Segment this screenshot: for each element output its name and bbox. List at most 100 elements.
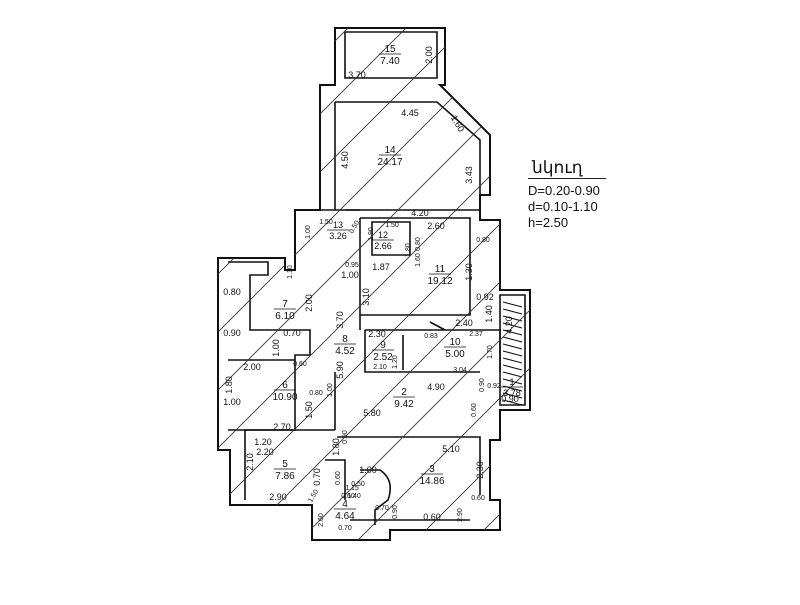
dimension-label: 3.43 — [464, 166, 474, 184]
dimension-label: 0.90 — [342, 430, 349, 444]
hatch-line — [218, 28, 530, 540]
hatch-line — [218, 28, 530, 540]
dimension-label: 2.30 — [475, 461, 485, 479]
dimension-label: 4.45 — [401, 108, 419, 118]
dimension-label: 1.50 — [304, 401, 314, 419]
room-area: 24.17 — [377, 157, 402, 168]
dimension-label: 1.00 — [271, 339, 281, 357]
stair-step — [502, 378, 523, 385]
dimension-label: 2.90 — [269, 492, 287, 502]
room-number: 14 — [384, 145, 396, 156]
room-area: 4.52 — [335, 346, 355, 357]
stair-step — [502, 343, 523, 350]
room-number: 1 — [509, 377, 514, 387]
room-number: 2 — [401, 387, 407, 398]
dimension-label: 0.70 — [312, 468, 322, 486]
dimension-label: 2.00 — [304, 294, 314, 312]
room-area: 14.86 — [419, 476, 444, 487]
dimension-label: 1.00 — [327, 383, 334, 397]
room-4: 44.64 — [334, 499, 356, 522]
dimension-label: 1.40 — [484, 305, 494, 323]
dimension-label: 2.60 — [427, 221, 445, 231]
room-15: 157.40 — [379, 44, 401, 67]
room-6: 610.90 — [272, 380, 297, 403]
dimension-label: 1.10 — [287, 265, 294, 279]
stair-step — [502, 392, 523, 399]
dimension-label: 5.10 — [442, 444, 460, 454]
hatch-line — [218, 28, 319, 540]
dimension-label: 2.10 — [373, 364, 387, 371]
dimension-label: 2.70 — [273, 422, 291, 432]
dimension-label: 2.40 — [455, 318, 473, 328]
room-area: 9.42 — [394, 399, 414, 410]
hatch-line — [413, 28, 530, 540]
spec-wall-thickness-outer: D=0.20-0.90 — [528, 183, 600, 198]
title-underline — [528, 178, 606, 179]
room-2: 29.42 — [393, 387, 415, 410]
room-number: 5 — [282, 459, 288, 470]
hatch-line — [218, 28, 530, 540]
dimension-label: 1.30 — [464, 263, 474, 281]
room-9: 92.52 — [372, 340, 394, 363]
dimension-label: 3.70 — [348, 70, 366, 80]
dimension-label: 0.90 — [501, 394, 519, 404]
room-area: 19.12 — [427, 276, 452, 287]
room-number: 13 — [333, 220, 343, 230]
hatch-line — [239, 28, 530, 540]
dimension-label: 4.20 — [504, 316, 514, 334]
dimension-label: 1.20 — [254, 437, 272, 447]
dimension-label: 0.60 — [341, 493, 355, 500]
stair-step — [502, 364, 523, 371]
dimension-label: 1.40 — [0, 0, 8, 2]
dimension-label: 3.10 — [361, 288, 371, 306]
spec-height: h=2.50 — [528, 215, 569, 230]
room-number: 8 — [342, 334, 348, 345]
dimension-label: 0.80 — [476, 237, 490, 244]
dimension-label: 1.87 — [372, 262, 390, 272]
dimension-label: 1.15 — [345, 485, 359, 492]
room-7: 76.10 — [274, 299, 296, 322]
hatch-line — [218, 28, 435, 540]
room-number: 11 — [435, 264, 446, 275]
dimension-label: 1.60 — [449, 113, 466, 133]
stair-step — [502, 301, 523, 308]
room-area: 3.26 — [329, 231, 347, 241]
dimension-label: 1.00 — [359, 465, 377, 475]
dimension-label: 5.80 — [363, 408, 381, 418]
room-area: 6.10 — [275, 311, 295, 322]
room-1: 13.78 — [501, 377, 523, 398]
room-area: 4.64 — [335, 511, 355, 522]
stair-step — [502, 329, 523, 336]
dimension-label: 0.70 — [283, 328, 301, 338]
dimension-label: 0.83 — [424, 333, 438, 340]
legend: նկուղ D=0.20-0.90 d=0.10-1.10 h=2.50 — [528, 159, 638, 231]
room-3: 314.86 — [419, 464, 444, 487]
interior-walls — [228, 31, 526, 525]
dimension-label: 1.00 — [341, 270, 359, 280]
room-10: 105.00 — [444, 337, 466, 360]
outer-wall — [217, 27, 531, 541]
stair-step — [502, 399, 523, 406]
dimension-label: 1.70 — [487, 345, 494, 359]
hatch-line — [297, 28, 530, 540]
room-8: 84.52 — [334, 334, 356, 357]
dimension-label: 1.80 — [405, 243, 412, 257]
dimension-label: 5.90 — [335, 361, 345, 379]
stair-step — [502, 350, 523, 357]
dimension-label: 0.80 — [309, 390, 323, 397]
room-5: 57.86 — [274, 459, 296, 482]
room-area: 5.00 — [445, 349, 465, 360]
room-number: 15 — [384, 44, 396, 55]
room-area: 3.78 — [503, 388, 521, 398]
dimension-label: 0.80 — [415, 237, 422, 251]
dimension-label: 0.70 — [375, 505, 389, 512]
dimension-label: 4.90 — [427, 382, 445, 392]
dimension-label: 0.60 — [471, 403, 478, 417]
dimension-label: 1.00 — [305, 225, 312, 239]
dimension-label: 0.80 — [223, 287, 241, 297]
